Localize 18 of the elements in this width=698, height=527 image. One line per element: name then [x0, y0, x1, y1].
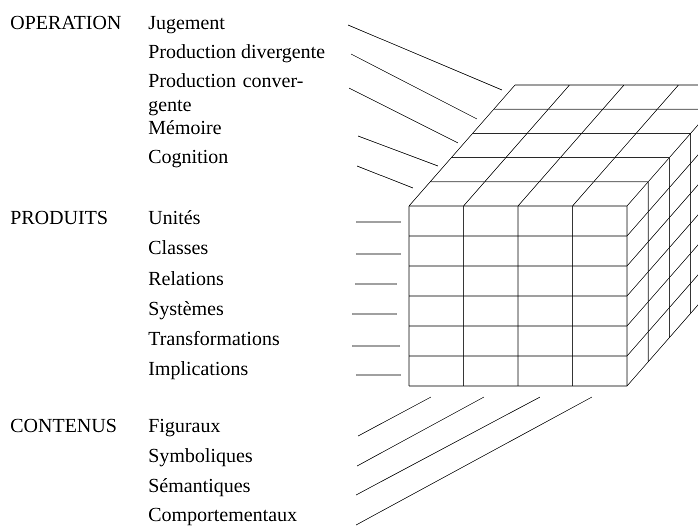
axis-item-label: Production divergente	[148, 44, 324, 62]
axis-item-label: Transformations	[148, 330, 279, 346]
axis-item-label: Production conver- gente	[148, 73, 303, 116]
axis-item-label: Figuraux	[148, 418, 220, 436]
axis-title: PRODUITS	[10, 210, 107, 224]
axis-item-label: Jugement	[148, 16, 225, 34]
axis-item-label: Sémantiques	[150, 478, 250, 496]
axis-title: OPERATION	[11, 16, 121, 30]
axis-item-label: Classes	[149, 240, 208, 254]
axis-item-label: Mémoire	[148, 120, 221, 134]
axis-item-label: Relations	[148, 271, 224, 286]
axis-item-label: Implications	[148, 361, 248, 380]
axis-item-label: Symboliques	[150, 448, 252, 466]
axis-item-label: Comportementaux	[149, 508, 297, 526]
axis-item-label: Systèmes	[150, 301, 224, 320]
axis-item-label: Unités	[148, 210, 200, 224]
axis-item-label: Cognition	[149, 150, 228, 168]
axis-title: CONTENUS	[11, 418, 116, 432]
